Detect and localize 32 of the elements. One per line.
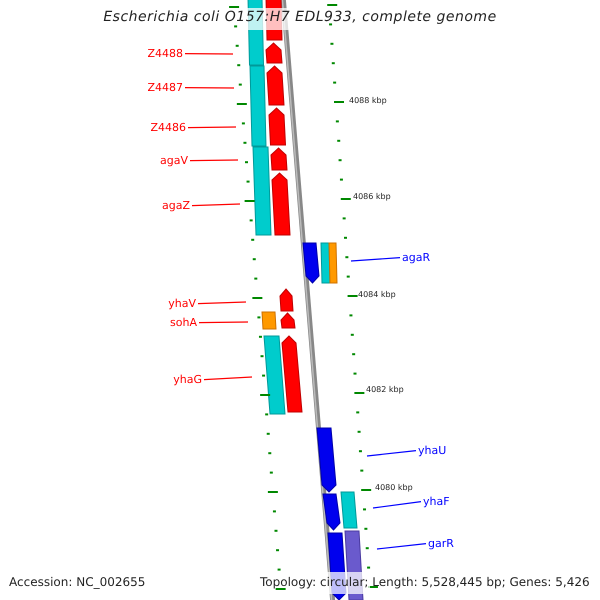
gene-label: yhaG	[173, 373, 202, 386]
gene-label: yhaF	[423, 495, 450, 508]
leader-line	[350, 257, 400, 262]
leader-line	[198, 301, 246, 304]
leader-line	[190, 159, 238, 162]
gene-label: Z4488	[147, 47, 183, 60]
gene-label: yhaV	[168, 297, 196, 310]
leader-line	[185, 87, 234, 89]
scale-label: 4088 kbp	[349, 96, 387, 106]
leader-line	[204, 376, 252, 380]
leader-line	[372, 501, 422, 509]
gene-label: garR	[428, 537, 454, 550]
scale-label: 4084 kbp	[358, 290, 396, 300]
leader-line	[199, 321, 248, 324]
scale-label: 4086 kbp	[353, 192, 391, 202]
scale-label: 4080 kbp	[375, 483, 413, 493]
gene-label: Z4486	[150, 121, 186, 134]
leader-line	[376, 543, 426, 550]
leader-line	[188, 126, 236, 128]
gene-label: agaZ	[162, 199, 190, 212]
accession-text: Accession: NC_002655	[9, 575, 146, 590]
gene-label: agaR	[402, 251, 430, 264]
gene-label: Z4487	[147, 81, 183, 94]
gene-label: yhaU	[418, 444, 446, 458]
leader-line	[192, 203, 240, 206]
gene-label: sohA	[170, 316, 197, 330]
scale-label: 4082 kbp	[366, 385, 404, 395]
title: Escherichia coli O157:H7 EDL933, complete genome	[102, 9, 498, 26]
leader-line	[366, 450, 416, 457]
genome-info-text: Topology: circular; Length: 5,528,445 bp; Genes: 5,426	[260, 575, 590, 590]
leader-line	[185, 53, 233, 55]
gene-label: agaV	[160, 154, 188, 168]
